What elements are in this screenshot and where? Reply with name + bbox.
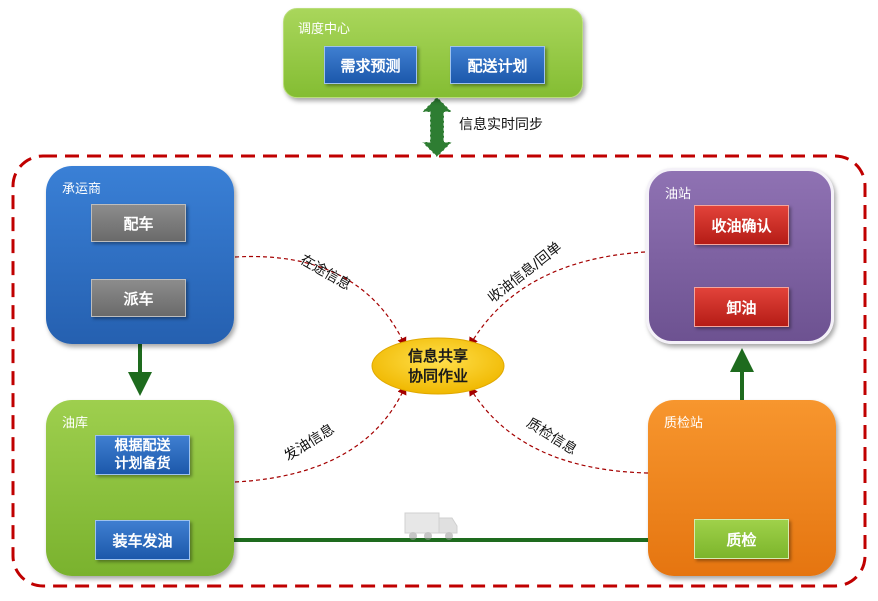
collaboration-frame bbox=[11, 154, 867, 588]
center-label-line1: 信息共享 bbox=[407, 347, 468, 365]
sync-label: 信息实时同步 bbox=[459, 117, 543, 133]
flow-station-to-center bbox=[468, 251, 646, 348]
flow-qc-to-center bbox=[468, 385, 649, 474]
load-and-ship-button[interactable]: 装车发油 bbox=[95, 520, 190, 560]
qc-station-title: 质检站 bbox=[664, 416, 704, 431]
prepare-goods-line2: 计划备货 bbox=[114, 456, 171, 472]
quality-check-button[interactable]: 质检 bbox=[694, 519, 789, 559]
receipt-confirm-button[interactable]: 收油确认 bbox=[694, 205, 789, 245]
flow-depot-to-center bbox=[234, 384, 407, 483]
station-panel: 油站 收油确认 卸油 bbox=[646, 168, 834, 344]
station-title: 油站 bbox=[665, 187, 692, 202]
unload-button[interactable]: 卸油 bbox=[694, 287, 789, 327]
prepare-goods-button[interactable]: 根据配送 计划备货 bbox=[95, 435, 190, 475]
dispatch-center-title: 调度中心 bbox=[298, 22, 351, 37]
center-ellipse bbox=[371, 337, 505, 395]
dispatch-vehicle-button[interactable]: 派车 bbox=[91, 279, 186, 317]
center-label: 信息共享 协同作业 bbox=[372, 344, 504, 388]
carrier-panel: 承运商 配车 派车 bbox=[46, 166, 234, 344]
flow-carrier-to-center bbox=[234, 255, 407, 348]
carrier-title: 承运商 bbox=[62, 182, 102, 197]
sync-double-arrow-icon bbox=[420, 96, 454, 158]
assign-vehicle-button[interactable]: 配车 bbox=[91, 204, 186, 242]
depot-panel: 油库 根据配送 计划备货 装车发油 bbox=[46, 400, 234, 576]
delivery-plan-button[interactable]: 配送计划 bbox=[450, 46, 545, 84]
truck-icon bbox=[404, 512, 458, 540]
prepare-goods-line1: 根据配送 bbox=[114, 438, 171, 454]
qc-station-panel: 质检站 质检 bbox=[648, 400, 836, 576]
dispatch-center-panel: 调度中心 需求预测 配送计划 bbox=[283, 8, 583, 98]
demand-forecast-button[interactable]: 需求预测 bbox=[324, 46, 417, 84]
center-label-line2: 协同作业 bbox=[407, 367, 468, 385]
depot-title: 油库 bbox=[62, 416, 89, 431]
